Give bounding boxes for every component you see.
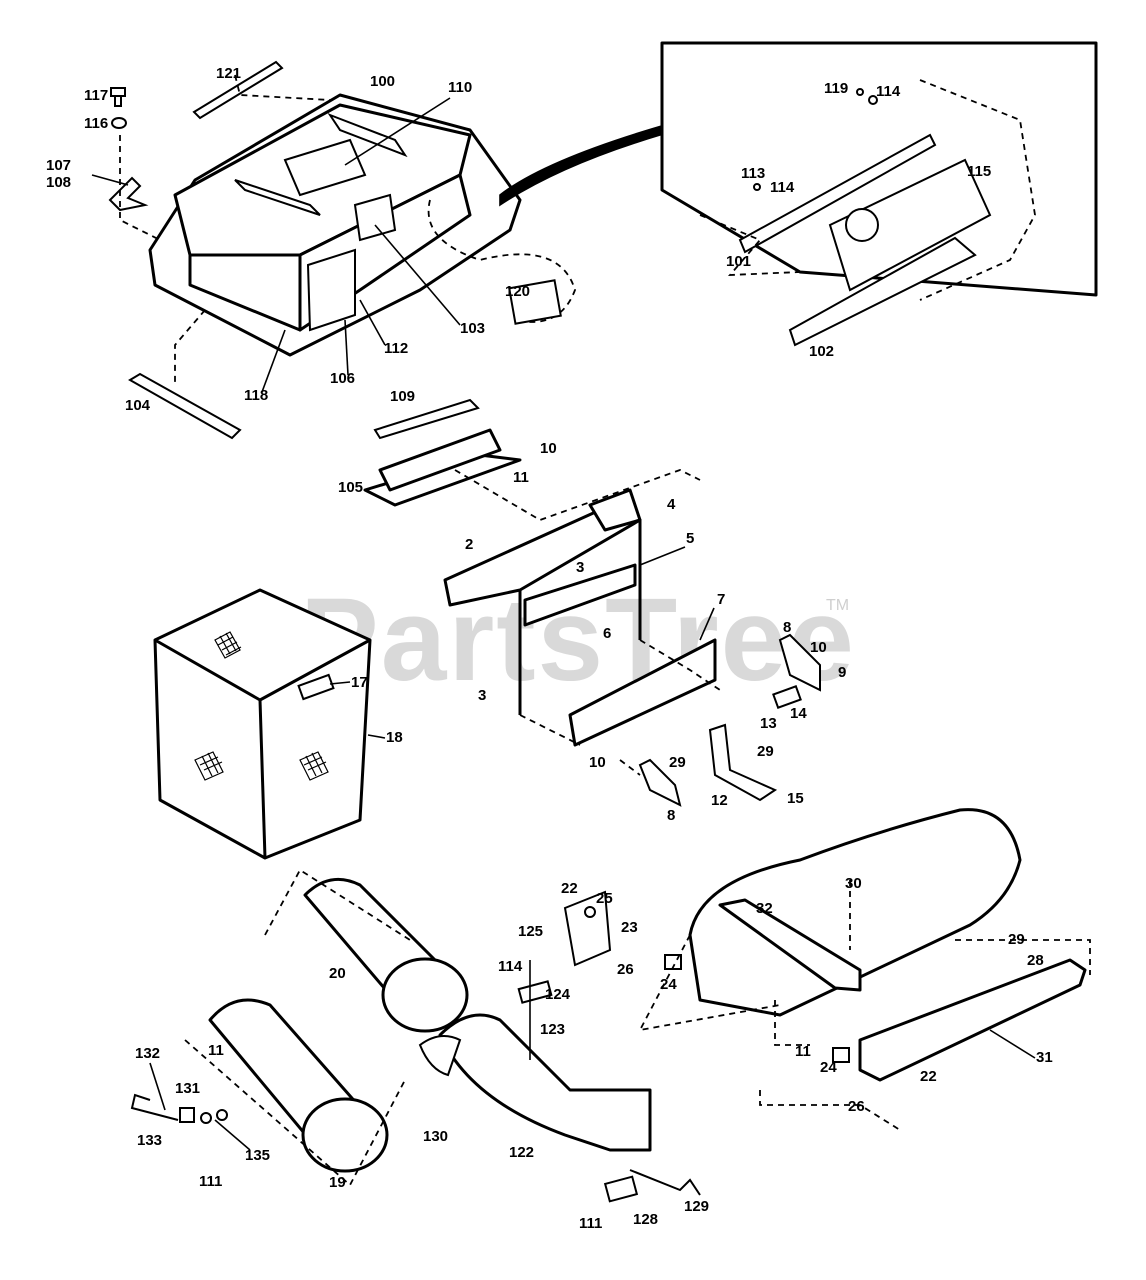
callout-112: 112: [384, 340, 408, 357]
callout-11-a: 11: [513, 469, 529, 486]
callout-123: 123: [540, 1021, 565, 1038]
callout-3-a: 3: [576, 559, 584, 576]
callout-6: 6: [603, 625, 611, 642]
callout-108: 108: [46, 174, 71, 191]
callout-111-a: 111: [199, 1173, 222, 1190]
callout-29-c: 29: [1008, 931, 1025, 948]
callout-8-a: 8: [783, 619, 791, 636]
grass-bag: [153, 588, 372, 860]
callout-20: 20: [329, 965, 346, 982]
callout-117: 117: [84, 87, 108, 104]
callout-124: 124: [545, 986, 571, 1003]
callout-13: 13: [760, 715, 777, 732]
callout-28: 28: [1027, 952, 1044, 969]
callout-12: 12: [711, 792, 728, 809]
callout-114-inset-a: 114: [876, 83, 901, 100]
lid-assembly: [148, 93, 667, 357]
callout-23: 23: [621, 919, 638, 936]
callout-109: 109: [390, 388, 415, 405]
callout-32: 32: [756, 900, 773, 917]
callout-31: 31: [1036, 1049, 1053, 1066]
callout-107: 107: [46, 157, 71, 174]
callout-119: 119: [824, 80, 848, 97]
chute-hardware: [130, 890, 701, 1203]
callout-19: 19: [329, 1174, 346, 1191]
callout-114-inset-b: 114: [770, 179, 795, 196]
callout-132: 132: [135, 1045, 160, 1062]
callout-18: 18: [386, 729, 403, 746]
callout-24-b: 24: [820, 1059, 837, 1076]
callout-118: 118: [244, 387, 268, 404]
callout-110: 110: [448, 79, 472, 96]
callout-10-c: 10: [589, 754, 606, 771]
callout-30: 30: [845, 875, 862, 892]
watermark-trademark: TM: [826, 597, 849, 614]
callout-25: 25: [596, 890, 613, 907]
callout-125: 125: [518, 923, 543, 940]
callout-26-a: 26: [617, 961, 634, 978]
callout-100: 100: [370, 73, 395, 90]
callout-17: 17: [351, 674, 368, 691]
callout-labels: 117 116 107 108 121 100 110 103 112 106 …: [46, 65, 1053, 1232]
lid-hardware: [108, 60, 562, 440]
inset-detail: [660, 41, 1098, 347]
callout-133: 133: [137, 1132, 162, 1149]
callout-2: 2: [465, 536, 473, 553]
callout-10-a: 10: [540, 440, 557, 457]
callout-22-a: 22: [561, 880, 578, 897]
callout-5: 5: [686, 530, 694, 547]
callout-104: 104: [125, 397, 151, 414]
callout-116: 116: [84, 115, 108, 132]
callout-129: 129: [684, 1198, 709, 1215]
chute-tubes: [184, 868, 652, 1187]
callout-8-b: 8: [667, 807, 675, 824]
callout-114-b: 114: [498, 958, 523, 975]
callout-4: 4: [667, 496, 676, 513]
callout-101: 101: [726, 253, 751, 270]
callout-128: 128: [633, 1211, 658, 1228]
callout-120: 120: [505, 283, 530, 300]
callout-14: 14: [790, 705, 807, 722]
callout-122: 122: [509, 1144, 534, 1161]
callout-113: 113: [741, 165, 765, 182]
mount-assembly: [363, 398, 821, 807]
callout-9: 9: [838, 664, 846, 681]
callout-29-b: 29: [669, 754, 686, 771]
callout-102: 102: [809, 343, 834, 360]
callout-131: 131: [175, 1080, 200, 1097]
callout-3-b: 3: [478, 687, 486, 704]
leader-lines: [91, 97, 1036, 1151]
callout-115: 115: [967, 163, 991, 180]
callout-130: 130: [423, 1128, 448, 1145]
callout-103: 103: [460, 320, 485, 337]
callout-24-a: 24: [660, 976, 677, 993]
callout-22-b: 22: [920, 1068, 937, 1085]
callout-121: 121: [216, 65, 241, 82]
callout-135: 135: [245, 1147, 270, 1164]
callout-26-b: 26: [848, 1098, 865, 1115]
callout-106: 106: [330, 370, 355, 387]
callout-111-b: 111: [579, 1215, 602, 1232]
callout-11-c: 11: [208, 1042, 224, 1059]
callout-105: 105: [338, 479, 363, 496]
mower-deck: [638, 808, 1091, 1131]
callout-29-a: 29: [757, 743, 774, 760]
callout-15: 15: [787, 790, 804, 807]
callout-10-b: 10: [810, 639, 827, 656]
callout-11-b: 11: [795, 1043, 811, 1060]
callout-7: 7: [717, 591, 725, 608]
